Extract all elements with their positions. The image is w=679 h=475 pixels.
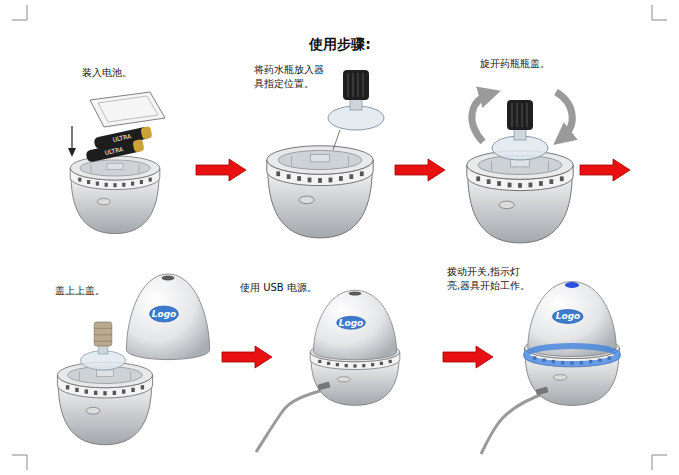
step-arrows	[196, 159, 630, 368]
step-two-figure	[267, 70, 384, 238]
battery-print: ULTRA	[98, 143, 129, 159]
step-caption: 将药水瓶放入器具指定位置。	[254, 63, 326, 91]
logo-mark: Logo	[149, 308, 179, 320]
step-caption: 使用 USB 电源。	[240, 281, 317, 295]
page-title: 使用步骤:	[270, 37, 410, 51]
logo-mark: Logo	[553, 310, 583, 322]
step-one-figure	[68, 92, 165, 234]
logo-mark: Logo	[336, 317, 366, 329]
step-caption: 盖上上盖。	[55, 284, 105, 298]
step-caption: 装入电池。	[82, 66, 132, 80]
battery-print: ULTRA	[106, 130, 137, 146]
step-four-figure	[57, 274, 209, 445]
crop-mark	[12, 5, 667, 470]
step-five-figure	[256, 290, 400, 452]
step-three-figure	[467, 92, 573, 243]
step-caption: 旋开药瓶瓶盖。	[480, 57, 550, 71]
step-six-figure	[481, 282, 620, 455]
step-caption: 拨动开关,指示灯亮,器具开始工作。	[447, 265, 531, 293]
